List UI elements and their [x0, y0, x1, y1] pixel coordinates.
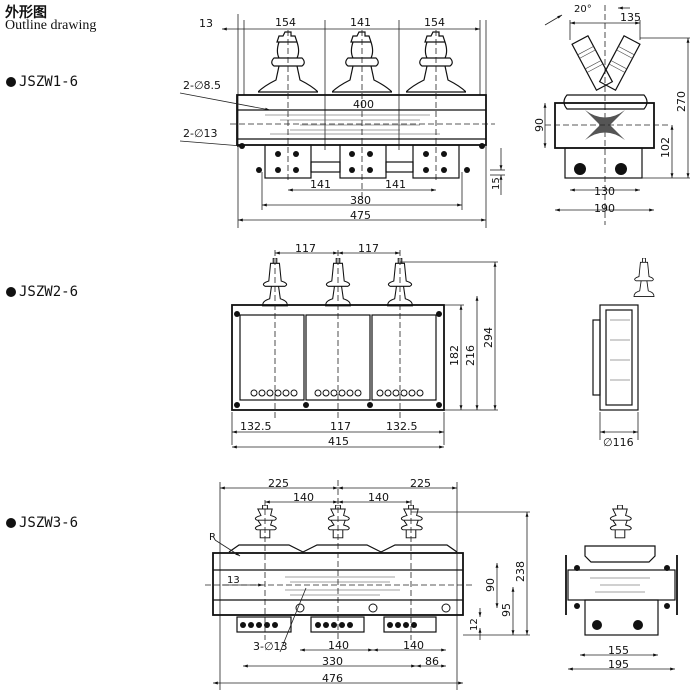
dim-13: 13 — [199, 17, 213, 30]
model-label-jszw2: JSZW2-6 — [6, 284, 78, 300]
dim-154-right: 154 — [424, 16, 445, 29]
dim-195: 195 — [608, 658, 629, 671]
dim-182: 182 — [448, 345, 461, 366]
bullet-icon — [6, 518, 16, 528]
bullet-icon — [6, 287, 16, 297]
dim-141-right: 141 — [385, 178, 406, 191]
dim-141-left: 141 — [310, 178, 331, 191]
model-name: JSZW2-6 — [19, 284, 79, 300]
dim-13: 13 — [227, 575, 240, 586]
dim-330: 330 — [322, 655, 343, 668]
model-label-jszw3: JSZW3-6 — [6, 515, 78, 531]
dim-dia-116: ∅116 — [603, 436, 634, 449]
title-chinese: 外形图 — [5, 6, 47, 21]
title-english: Outline drawing — [5, 18, 97, 33]
dim-hole-13: 2-∅13 — [183, 127, 218, 140]
dim-15: 15 — [491, 177, 502, 190]
dim-140-top-left: 140 — [293, 491, 314, 504]
dim-132-5-left: 132.5 — [240, 420, 272, 433]
dim-95: 95 — [500, 603, 513, 617]
dim-102: 102 — [659, 137, 672, 158]
dim-holes-3x13: 3-∅13 — [253, 640, 288, 653]
dim-400: 400 — [353, 98, 374, 111]
jszw3-side-view: 155 195 — [565, 505, 678, 671]
dim-475: 475 — [350, 209, 371, 222]
dim-117-bottom: 117 — [330, 420, 351, 433]
dim-155: 155 — [608, 644, 629, 657]
dim-238: 238 — [514, 561, 527, 582]
dim-132-5-right: 132.5 — [386, 420, 418, 433]
jszw3-front-view: 225 225 140 140 R 13 3-∅13 140 140 330 8… — [205, 477, 530, 690]
dim-hole-8-5: 2-∅8.5 — [183, 79, 221, 92]
jszw2-front-view: 117 117 294 216 182 132.5 117 132.5 415 — [231, 242, 498, 449]
dim-140-top-right: 140 — [368, 491, 389, 504]
jszw2-side-view: ∅116 — [592, 258, 655, 449]
dim-135: 135 — [620, 11, 641, 24]
model-name: JSZW3-6 — [19, 515, 79, 531]
dim-415: 415 — [328, 435, 349, 448]
dim-225-right: 225 — [410, 477, 431, 490]
dim-117-left: 117 — [295, 242, 316, 255]
dim-86: 86 — [425, 655, 439, 668]
dim-225-left: 225 — [268, 477, 289, 490]
bullet-icon — [6, 77, 16, 87]
dim-117-right: 117 — [358, 242, 379, 255]
dim-90: 90 — [484, 578, 497, 592]
jszw1-side-view: 20° 135 270 90 102 130 190 — [533, 4, 690, 225]
dim-154-left: 154 — [275, 16, 296, 29]
dim-90: 90 — [533, 118, 546, 132]
dim-140-bottom-left: 140 — [328, 639, 349, 652]
dim-radius: R — [209, 532, 216, 543]
dim-476: 476 — [322, 672, 343, 685]
dim-216: 216 — [464, 345, 477, 366]
dim-294: 294 — [482, 327, 495, 348]
model-name: JSZW1-6 — [19, 74, 79, 90]
jszw1-front-view: 13 154 141 154 2-∅8.5 2-∅13 400 141 141 … — [179, 14, 505, 228]
dim-angle-20: 20° — [574, 4, 592, 15]
dim-270: 270 — [675, 91, 688, 112]
dim-140-bottom-right: 140 — [403, 639, 424, 652]
dim-12: 12 — [469, 618, 480, 631]
model-label-jszw1: JSZW1-6 — [6, 74, 78, 90]
dim-190: 190 — [594, 202, 615, 215]
dim-130: 130 — [594, 185, 615, 198]
dim-141-top: 141 — [350, 16, 371, 29]
dim-380: 380 — [350, 194, 371, 207]
